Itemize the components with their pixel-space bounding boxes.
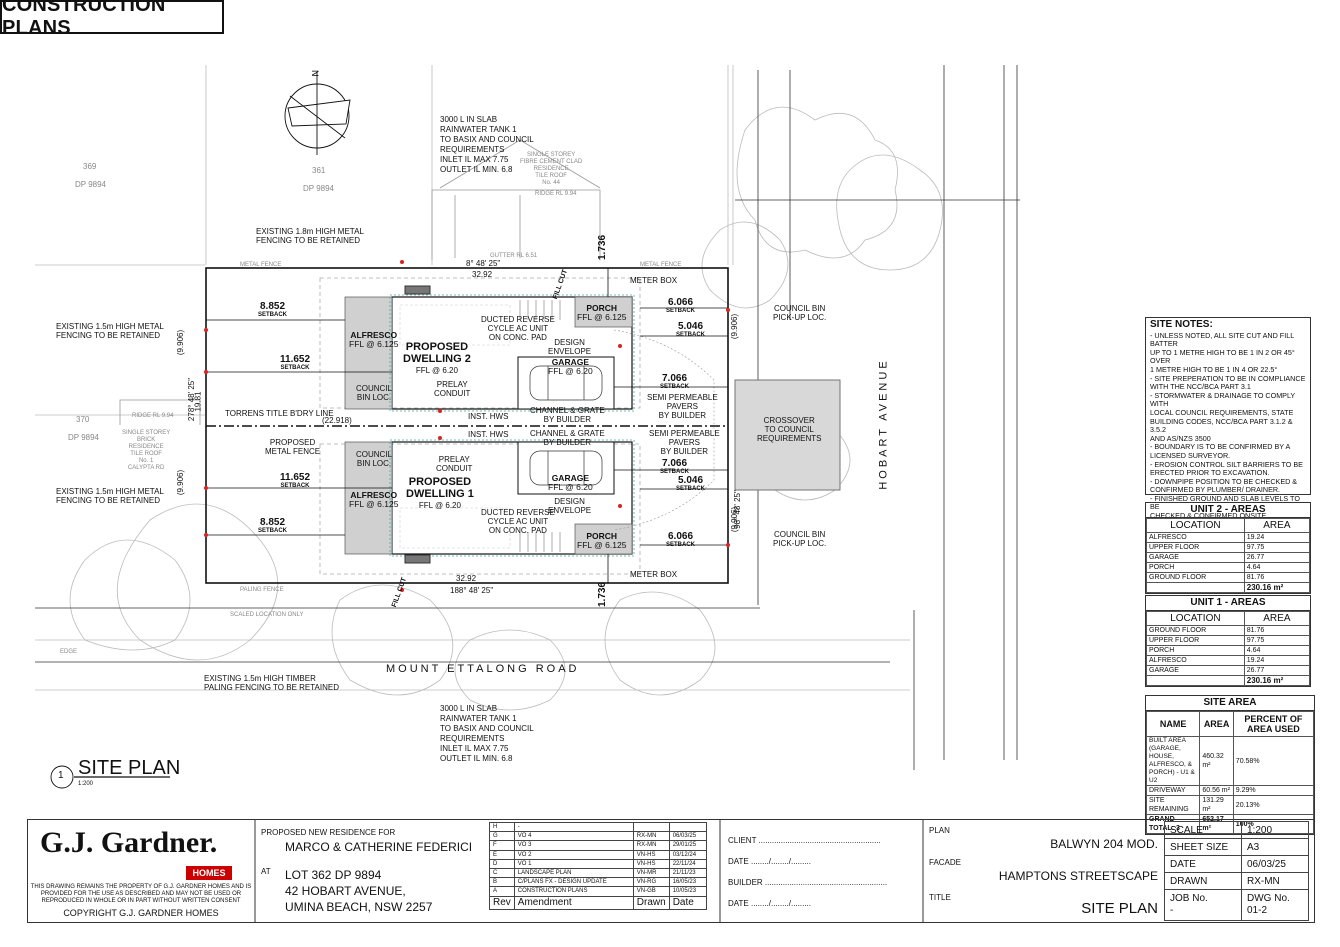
title-label: TITLE (929, 893, 951, 902)
dp-370: DP 9894 (68, 433, 99, 442)
ridge-top: RIDGE RL 9.94 (535, 191, 577, 197)
inst-hws-2: INST. HWS (468, 412, 509, 421)
lot-369: 369 (83, 162, 97, 171)
brand-logo: G.J. Gardner. (40, 826, 218, 859)
title-value: SITE PLAN (1081, 900, 1158, 917)
ridge-left: RIDGE RL 9.94 (132, 413, 174, 419)
lot-361: 361 (312, 166, 326, 175)
title-block (27, 819, 1315, 923)
plan-value: BALWYN 204 MOD. (1050, 837, 1158, 851)
inst-hws-1: INST. HWS (468, 430, 509, 439)
site-plan-heading: SITE PLAN (78, 757, 181, 779)
site-plan-scale: 1:200 (78, 781, 94, 787)
paling-fence: PALING FENCE (240, 587, 284, 593)
site-area-table: SITE AREA NAME AREA PERCENT OF AREA USED… (1145, 695, 1315, 835)
site-notes: SITE NOTES: - UNLESS NOTED, ALL SITE CUT… (1145, 317, 1311, 520)
edge-left: EDGE (60, 649, 78, 655)
at-label: AT (261, 867, 271, 876)
homes-badge: HOMES (186, 866, 232, 880)
dim-3292-bottom: 32.92 (456, 574, 477, 583)
dp-369: DP 9894 (75, 180, 106, 189)
meter-box-top: METER BOX (630, 276, 678, 285)
torrens-title-line: TORRENS TITLE B'DRY LINE (225, 409, 334, 418)
bearing-top: 8° 48' 25" (466, 259, 501, 268)
site-plan-number: 1 (58, 770, 64, 781)
dim-22918: (22.918) (322, 416, 352, 425)
dp-361: DP 9894 (303, 184, 334, 193)
metal-fence-top: METAL FENCE (240, 262, 282, 268)
gutter-top: GUTTER RL 6.51 (490, 253, 538, 259)
client-names: MARCO & CATHERINE FEDERICI (285, 840, 473, 854)
dim-3292-top: 32.92 (472, 270, 493, 279)
client-date-field: DATE ......../......../......... (728, 857, 811, 866)
facade-value: HAMPTONS STREETSCAPE (998, 869, 1158, 883)
lot-370: 370 (76, 415, 90, 424)
builder-date-field: DATE ......../......../......... (728, 899, 811, 908)
drawing-title: CONSTRUCTION PLANS (0, 0, 224, 39)
metal-fence-right: METAL FENCE (640, 262, 682, 268)
svg-text:N: N (310, 70, 320, 77)
proposed-for: PROPOSED NEW RESIDENCE FOR (261, 828, 396, 837)
facade-label: FACADE (929, 858, 962, 867)
disclaimer: THIS DRAWING REMAINS THE PROPERTY OF G.J… (30, 884, 252, 904)
builder-field: BUILDER ................................… (728, 878, 888, 887)
scaled-location-bottom: SCALED LOCATION ONLY (230, 612, 304, 618)
bearing-bottom: 188° 48' 25" (450, 586, 494, 595)
meter-box-bottom: METER BOX (630, 570, 678, 579)
copyright: COPYRIGHT G.J. GARDNER HOMES (63, 908, 219, 918)
client-field: CLIENT .................................… (728, 836, 881, 845)
plan-label: PLAN (929, 826, 950, 835)
mount-ettalong-road-label: MOUNT ETTALONG ROAD (386, 663, 580, 675)
